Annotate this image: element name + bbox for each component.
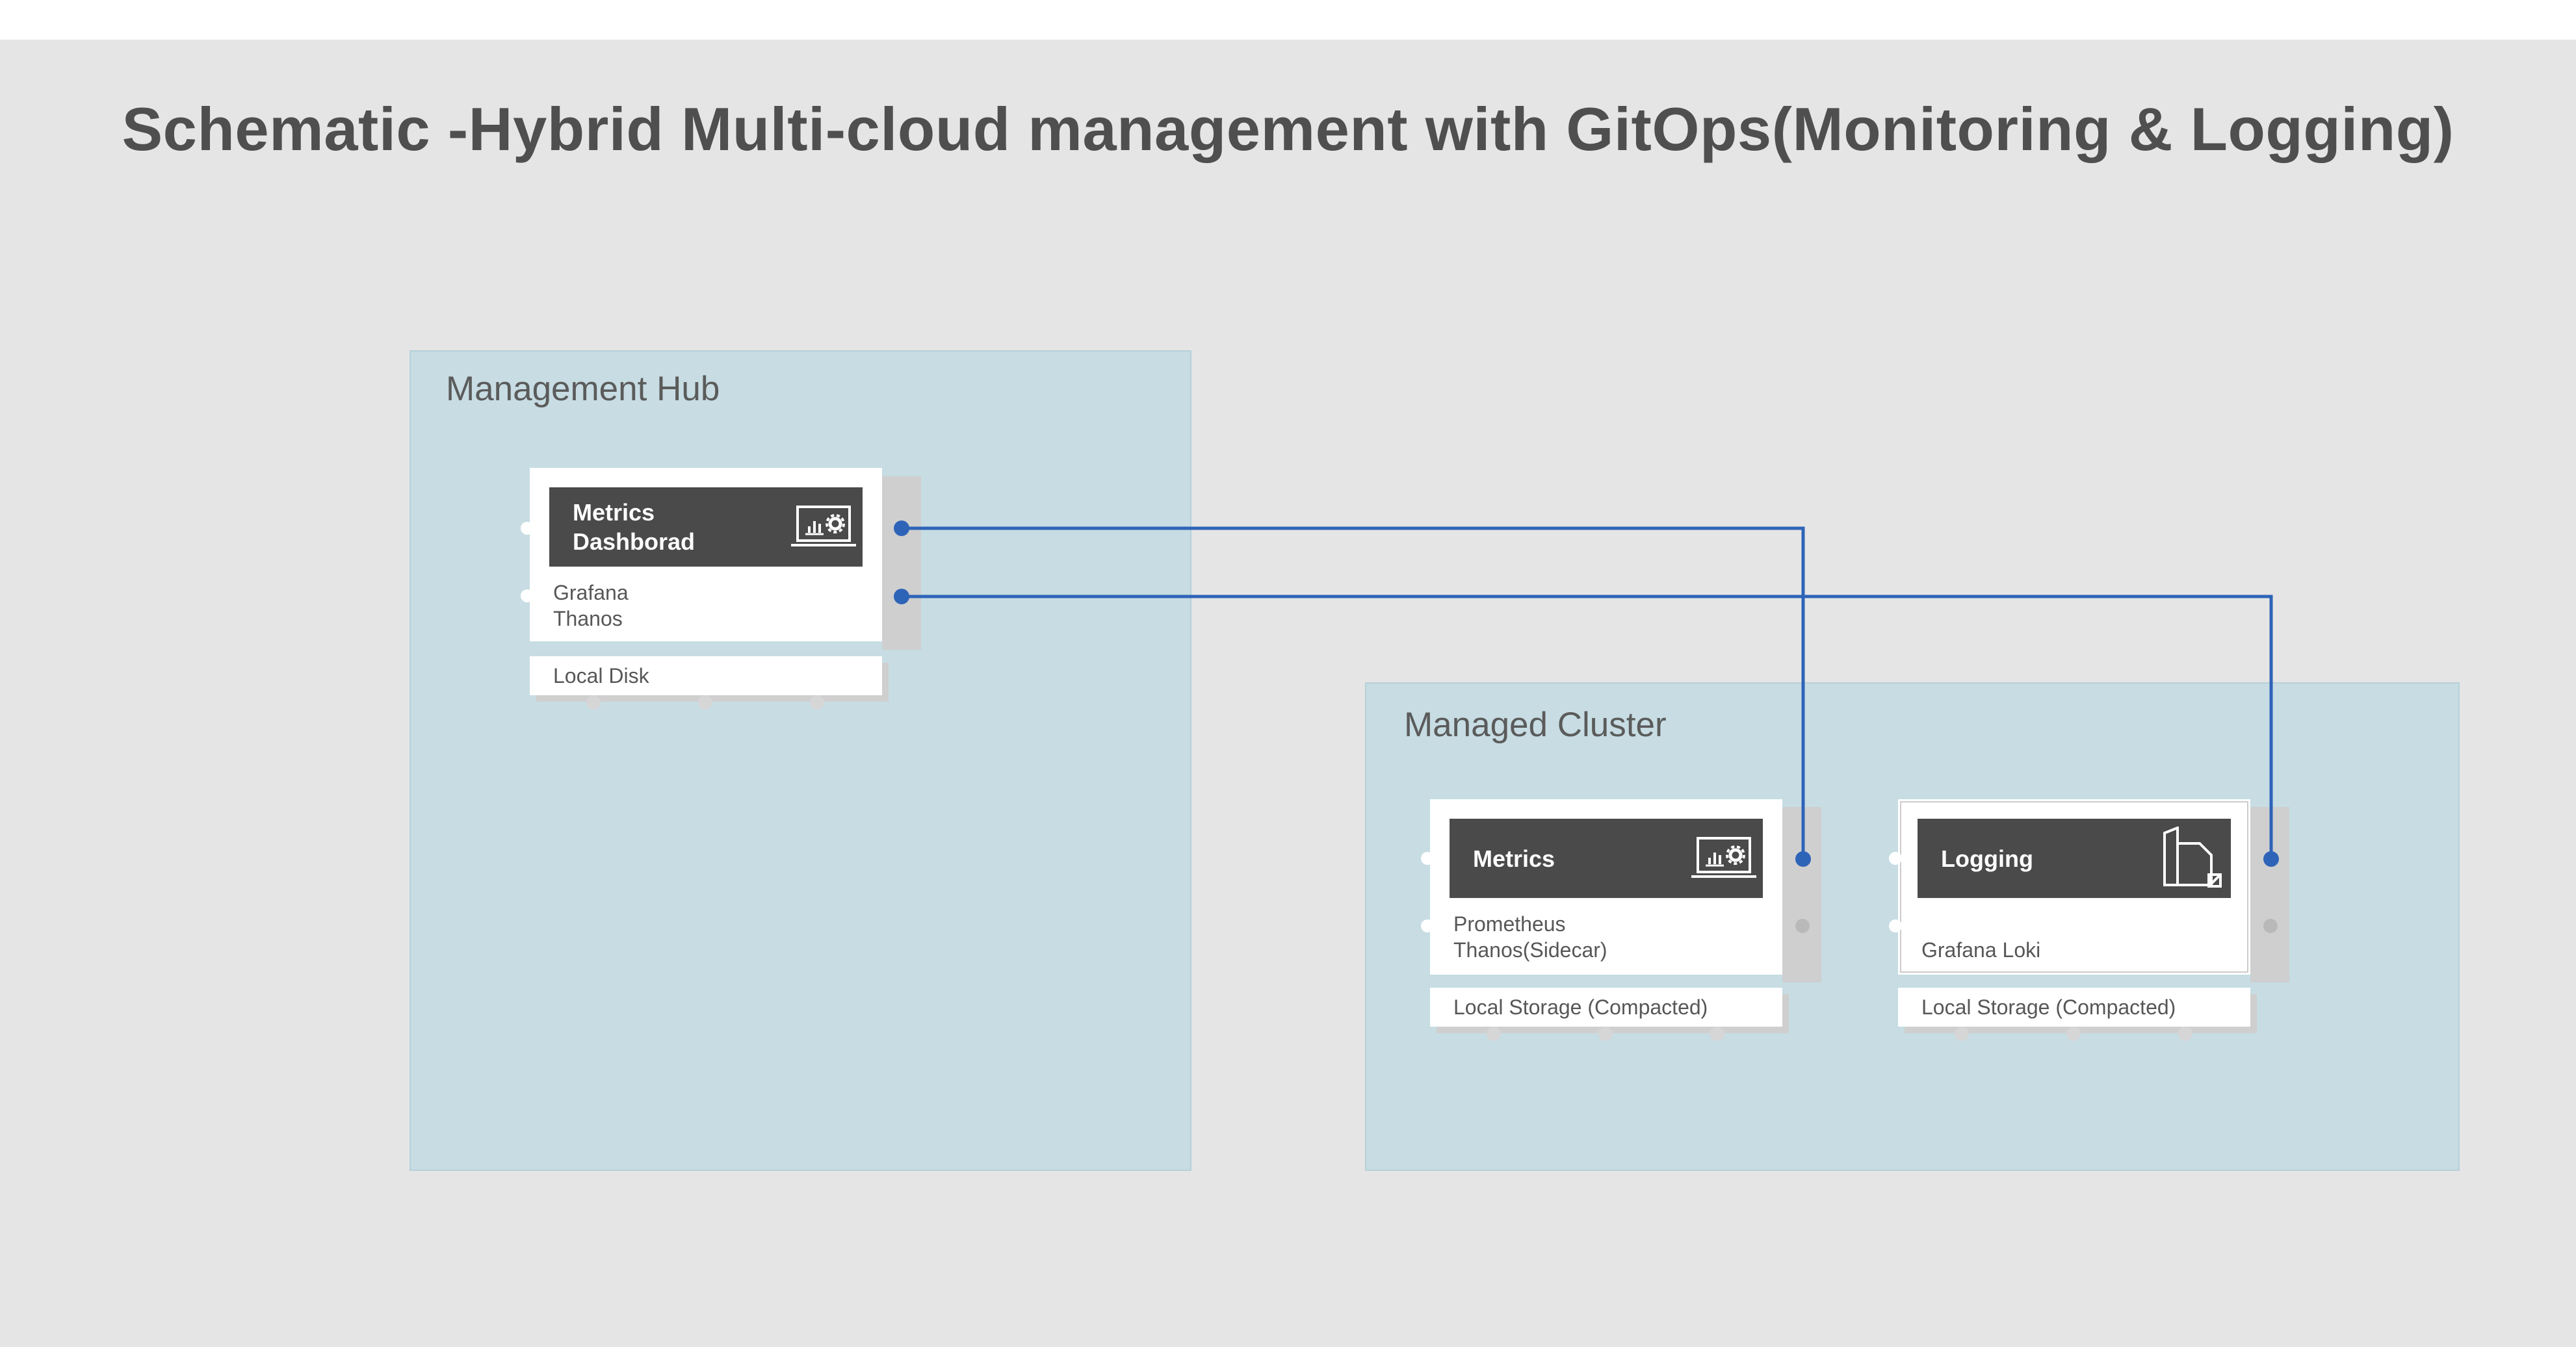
dashboard-body: Grafana Thanos (553, 580, 629, 632)
logging-foot-dot (2066, 1027, 2081, 1041)
logging-storage: Local Storage (Compacted) (1898, 988, 2250, 1027)
dashboard-line2: Thanos (553, 607, 623, 630)
metrics-header: Metrics (1450, 819, 1763, 898)
metrics-line2: Thanos(Sidecar) (1453, 938, 1607, 962)
monitor-settings-icon (791, 506, 856, 546)
logging-port-left-2[interactable] (1889, 919, 1902, 932)
metrics-line1: Prometheus (1453, 912, 1566, 936)
dashboard-card-shadow (882, 476, 921, 650)
managed-cluster-label: Managed Cluster (1404, 706, 1667, 744)
metrics-port-left-2[interactable] (1421, 919, 1434, 932)
dashboard-card[interactable]: Metrics Dashborad Grafana Thanos (530, 468, 882, 641)
metrics-card[interactable]: Metrics Prometheus Thanos(Sidecar) (1430, 799, 1782, 975)
dashboard-port-left-1[interactable] (521, 522, 534, 535)
logging-foot-dot (1955, 1027, 1969, 1041)
management-hub-label: Management Hub (446, 370, 720, 408)
logging-port-left-1[interactable] (1889, 852, 1902, 865)
logging-card-shadow (2250, 807, 2289, 982)
metrics-port-right-2[interactable] (1795, 919, 1810, 933)
logging-header: Logging (1918, 819, 2231, 898)
metrics-foot-dot (1487, 1027, 1501, 1041)
logging-title: Logging (1941, 845, 2033, 872)
metrics-title: Metrics (1473, 845, 1555, 872)
metrics-storage: Local Storage (Compacted) (1430, 988, 1782, 1027)
dashboard-title-line2: Dashborad (573, 528, 696, 555)
dashboard-foot-dot (810, 695, 824, 710)
metrics-body: Prometheus Thanos(Sidecar) (1453, 911, 1607, 963)
metrics-foot-dot (1710, 1027, 1724, 1041)
diagram-title: Schematic -Hybrid Multi-cloud management… (122, 95, 2454, 163)
dashboard-header: Metrics Dashborad (549, 487, 863, 567)
dashboard-line1: Grafana (553, 581, 629, 604)
dashboard-port-left-2[interactable] (521, 589, 534, 602)
dashboard-foot-dot (698, 695, 712, 710)
logging-foot-dot (2178, 1027, 2192, 1041)
logging-port-right-2[interactable] (2263, 919, 2278, 933)
dashboard-storage: Local Disk (530, 656, 882, 695)
metrics-foot-dot (1598, 1027, 1613, 1041)
metrics-port-left-1[interactable] (1421, 852, 1434, 865)
monitor-settings-icon (1691, 837, 1756, 878)
document-icon (2163, 827, 2222, 888)
logging-line1: Grafana Loki (1921, 938, 2041, 962)
metrics-card-shadow (1782, 807, 1821, 982)
dashboard-title-line1: Metrics (573, 499, 655, 526)
logging-body: Grafana Loki (1921, 937, 2040, 963)
dashboard-foot-dot (586, 695, 601, 710)
logging-card[interactable]: Logging Grafana Loki (1898, 799, 2250, 975)
